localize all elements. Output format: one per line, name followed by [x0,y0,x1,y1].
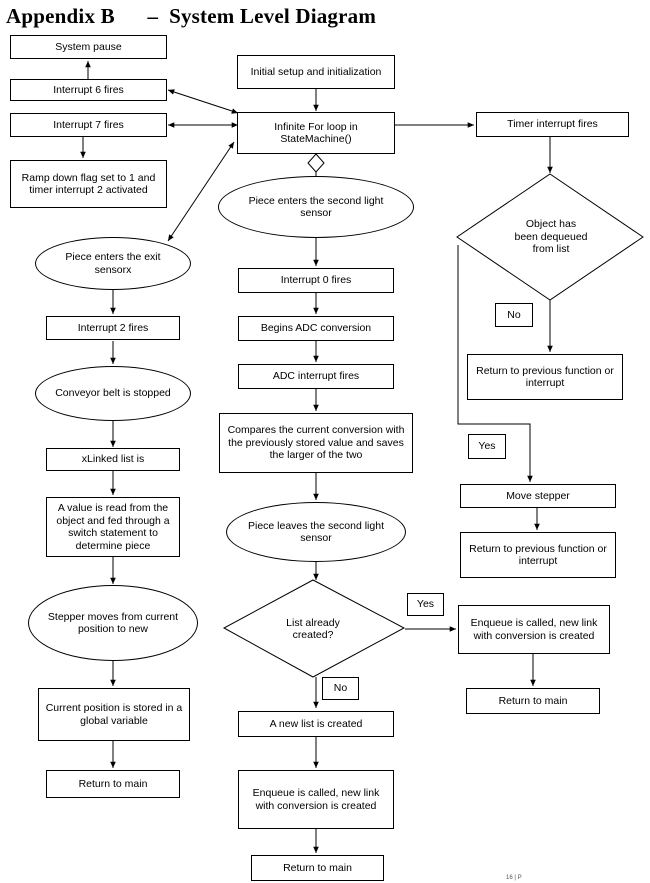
piece-enters-second-oval: Piece enters the second light sensor [218,176,414,238]
compares-box: Compares the current conversion with the… [219,413,413,473]
page-title: Appendix B – System Level Diagram [6,4,377,28]
page-number: 16 | P [506,875,522,881]
no-label-right: No [495,303,533,327]
piece-leaves-second-oval: Piece leaves the second light sensor [226,502,406,562]
return-main-right-box: Return to main [466,688,600,714]
initial-setup-box: Initial setup and initialization [237,55,395,89]
conveyor-stopped-oval: Conveyor belt is stopped [35,366,191,421]
return-prev-2-box: Return to previous function or interrupt [460,532,616,578]
decision-diamond-dequeued [456,173,644,301]
interrupt-6-box: Interrupt 6 fires [10,79,167,101]
current-position-box: Current position is stored in a global v… [38,688,190,741]
timer-interrupt-box: Timer interrupt fires [476,112,629,137]
return-main-left-box: Return to main [46,770,180,798]
value-read-box: A value is read from the object and fed … [46,497,180,557]
enqueue-mid-box: Enqueue is called, new link with convers… [238,770,394,829]
new-list-box: A new list is created [238,711,394,737]
yes-label-right: Yes [468,434,506,459]
system-pause-box: System pause [10,35,167,59]
return-prev-1-box: Return to previous function or interrupt [467,354,623,400]
interrupt-7-box: Interrupt 7 fires [10,113,167,137]
list-created-text: List already created? [286,616,340,642]
interrupt-0-box: Interrupt 0 fires [238,268,394,293]
no-label-mid: No [322,677,359,700]
piece-enters-exit-oval: Piece enters the exit sensorx [35,237,191,290]
move-stepper-box: Move stepper [460,484,616,508]
enqueue-right-box: Enqueue is called, new link with convers… [458,605,610,654]
xlinked-list-box: xLinked list is [46,448,180,471]
interrupt-2-box: Interrupt 2 fires [46,316,180,340]
decision-diamond-list [222,579,406,678]
object-dequeued-text: Object has been dequeued from list [514,218,588,256]
stepper-moves-oval: Stepper moves from current position to n… [28,585,198,661]
return-main-mid-box: Return to main [251,855,384,881]
infinite-loop-box: Infinite For loop in StateMachine() [237,112,395,154]
adc-interrupt-box: ADC interrupt fires [238,364,394,389]
ramp-down-box: Ramp down flag set to 1 and timer interr… [10,160,167,208]
begins-adc-box: Begins ADC conversion [238,316,394,341]
yes-label-mid: Yes [407,593,444,616]
